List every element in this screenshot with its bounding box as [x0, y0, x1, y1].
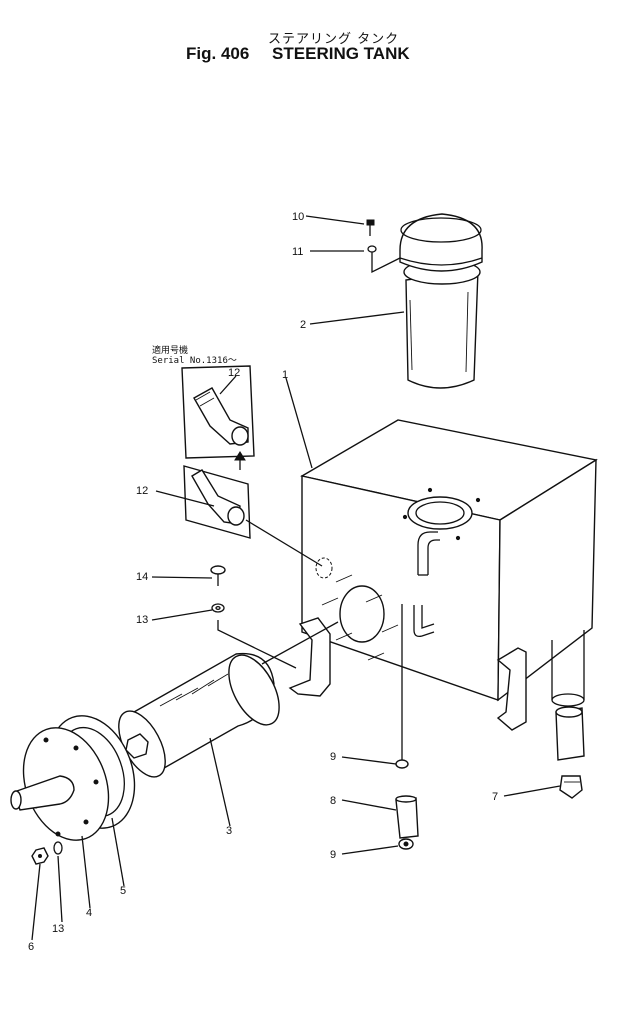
drain-hose-8: [395, 795, 419, 839]
callout-13-lower: 13: [52, 923, 64, 935]
callout-11: 11: [292, 246, 303, 258]
elbow-fitting: [183, 465, 323, 567]
callout-7: 7: [492, 791, 498, 803]
callout-12: 12: [136, 485, 148, 497]
callout-numbers: 10 11 2 1 12 12 14 13 3 4 5 6 13 7 8 9 9: [28, 211, 498, 953]
callout-1: 1: [282, 369, 288, 381]
callout-12-inset: 12: [228, 367, 240, 379]
nut-6: [31, 847, 49, 865]
arrow-up-icon: [234, 451, 246, 470]
strainer-element: [118, 621, 339, 778]
elbow-fitting-inset: [181, 365, 255, 459]
washer-13b: [53, 841, 63, 855]
figure-name: STEERING TANK: [272, 44, 410, 63]
serial-note-number: Serial No.1316～: [152, 356, 237, 366]
washer-11: [367, 245, 401, 274]
screw-10: [366, 219, 375, 236]
callout-2: 2: [300, 319, 306, 331]
callout-9-bottom: 9: [330, 849, 336, 861]
figure-title: Fig. 406 STEERING TANK: [186, 44, 410, 64]
filler-cap-assembly: [399, 213, 483, 389]
callout-8: 8: [330, 795, 336, 807]
serial-note-jp: 適用号機: [152, 346, 189, 356]
drain-elbow-pipe: [555, 706, 585, 761]
callout-3: 3: [226, 825, 232, 837]
washer-13: [211, 603, 297, 669]
drain-plug-7: [559, 775, 583, 799]
cover-4: [10, 727, 110, 841]
leader-lines: [31, 215, 561, 941]
steering-tank-body: [288, 419, 598, 731]
figure-number: Fig. 406: [186, 44, 250, 63]
callout-9-top: 9: [330, 751, 336, 763]
serial-note: 適用号機 Serial No.1316～: [152, 346, 237, 366]
callout-10: 10: [292, 211, 304, 223]
callout-5: 5: [120, 885, 126, 897]
callout-13: 13: [136, 614, 148, 626]
bolt-14: [210, 565, 226, 586]
callout-6: 6: [28, 941, 34, 953]
title-japanese: ステアリング タンク: [268, 32, 400, 47]
callout-14: 14: [136, 571, 148, 583]
hose-clamp-9-bottom: [398, 838, 414, 850]
callout-4: 4: [86, 907, 92, 919]
